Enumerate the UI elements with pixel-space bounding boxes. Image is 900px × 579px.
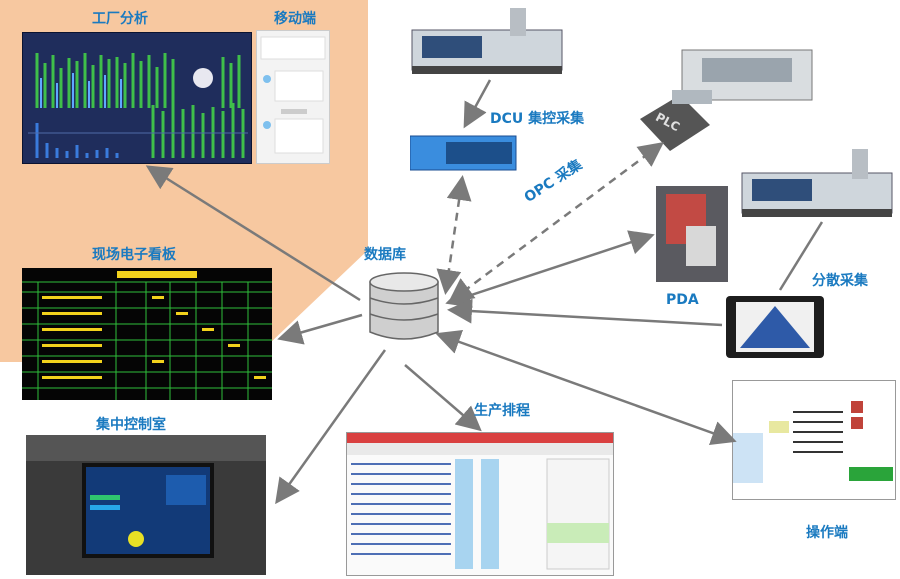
dashboard-chart: [23, 33, 251, 163]
arrow-db-dcu-dashed: [436, 175, 472, 295]
arrow-db-to-analysis: [145, 165, 361, 302]
operator-ui-mock: [733, 381, 895, 499]
arrow-db-to-scheduling: [404, 364, 482, 432]
pda-photo: [656, 186, 728, 282]
control-room-wall-display: [26, 435, 266, 575]
electronic-kanban-board: [22, 268, 272, 400]
injection-machine-right: [740, 145, 895, 220]
label-dcu: DCU 集控采集: [490, 111, 585, 127]
arrow-db-to-kanban: [277, 313, 363, 345]
label-control-room: 集中控制室: [96, 417, 166, 433]
assembly-line-machine: [672, 30, 832, 110]
kanban-grid: [22, 268, 272, 400]
arrow-machine-to-dcu: [463, 79, 492, 129]
arrow-db-operator: [435, 330, 737, 445]
label-scheduling: 生产排程: [474, 403, 530, 419]
arrow-db-plc-dashed: [447, 142, 665, 303]
arrow-distributed-to-db: [447, 298, 723, 327]
plc-device: [640, 95, 710, 151]
arrow-db-pda: [445, 230, 655, 308]
label-pda: PDA: [666, 292, 699, 308]
label-kanban: 现场电子看板: [92, 247, 176, 263]
distributed-collector-device: [722, 292, 828, 364]
factory-analysis-dashboard: [22, 32, 252, 164]
label-database: 数据库: [364, 247, 406, 263]
label-factory-analysis: 工厂分析: [92, 11, 148, 27]
database-cylinder-icon: [369, 272, 439, 340]
label-distributed: 分散采集: [812, 273, 868, 289]
mobile-app-screen: [256, 30, 330, 164]
central-control-room-photo: [26, 435, 266, 575]
label-operator: 操作端: [806, 525, 848, 541]
operator-terminal-screen: [732, 380, 896, 500]
label-mobile: 移动端: [274, 11, 316, 27]
arrow-right-machine-to-collector: [778, 221, 824, 291]
arrow-db-to-control-room: [275, 349, 387, 505]
mobile-chat-mock: [260, 36, 326, 154]
injection-machine-top: [410, 4, 570, 76]
